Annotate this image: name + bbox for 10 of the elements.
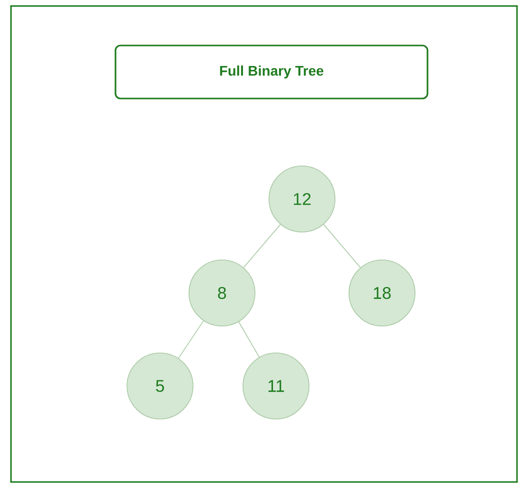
tree-node: 12 <box>268 166 336 232</box>
tree-edge <box>243 224 281 268</box>
title-box: Full Binary Tree <box>114 44 428 100</box>
tree-node: 18 <box>348 260 416 326</box>
tree-node: 5 <box>126 352 194 420</box>
tree-edge <box>178 320 204 359</box>
tree-node: 11 <box>242 352 310 420</box>
tree-edge <box>323 224 361 268</box>
tree-edge <box>238 321 260 358</box>
tree-node: 8 <box>188 260 256 326</box>
